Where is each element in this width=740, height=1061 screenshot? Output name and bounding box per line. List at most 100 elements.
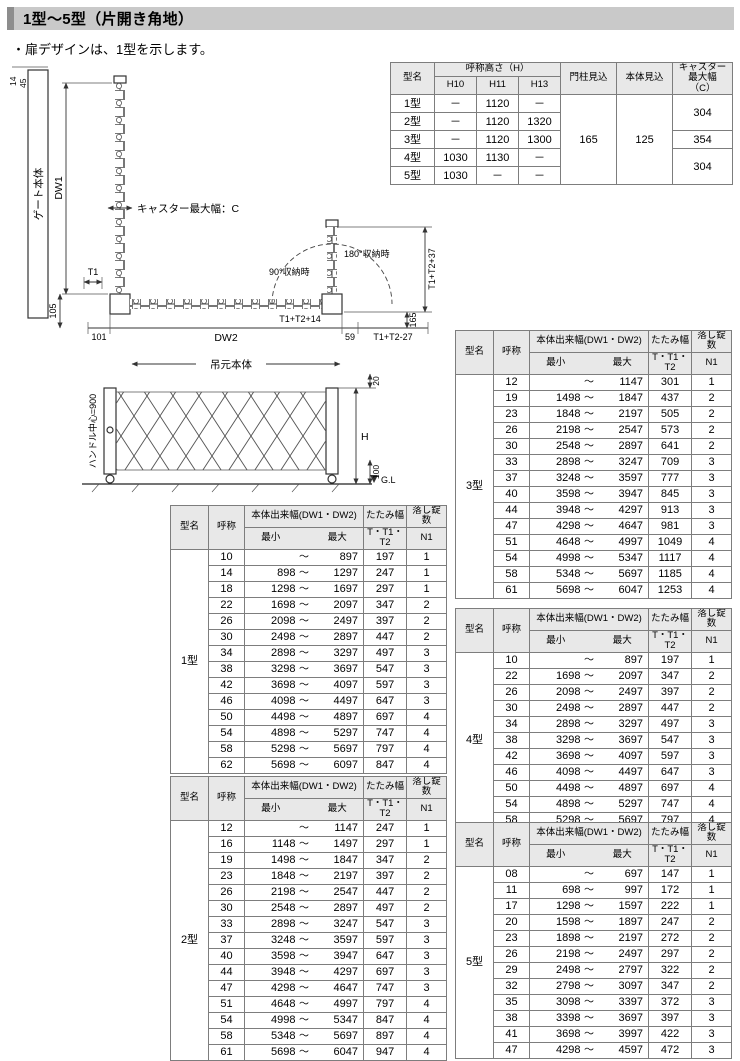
lock-count-cell: 3 — [691, 469, 733, 487]
cell: 5297 — [311, 724, 365, 742]
right-caster-wheel — [327, 474, 337, 484]
cell: 1898 — [529, 929, 582, 947]
lock-count-cell: 2 — [691, 913, 733, 931]
cell: ～ — [296, 851, 312, 869]
cell: 3247 — [596, 453, 650, 471]
cell: 1598 — [529, 913, 582, 931]
cell: 2548 — [529, 437, 582, 455]
cell: － — [434, 112, 477, 132]
cell: ～ — [581, 961, 597, 979]
cell: ～ — [581, 501, 597, 519]
cell: 1147 — [596, 373, 650, 391]
dw1-label: DW1 — [53, 176, 65, 199]
cell: ～ — [296, 979, 312, 997]
lock-count-cell: 4 — [406, 708, 448, 726]
cell: 1298 — [244, 580, 297, 598]
lock-count-cell: 1 — [406, 580, 448, 598]
cell: ～ — [581, 651, 597, 669]
col-header: T・T1・T2 — [363, 526, 408, 550]
cell: ～ — [296, 995, 312, 1013]
lock-count-cell: 4 — [691, 795, 733, 813]
title-accent-block — [7, 7, 14, 30]
cell: 1300 — [517, 130, 562, 150]
folded-width-cell: 747 — [648, 795, 693, 813]
accordion-chain-horizontal — [130, 299, 322, 309]
cell: 4997 — [311, 995, 365, 1013]
lock-count-cell: 3 — [691, 731, 733, 749]
cell: 2548 — [244, 899, 297, 917]
col-header: H11 — [476, 75, 519, 96]
cell: 2097 — [596, 667, 650, 685]
cell: 2898 — [529, 715, 582, 733]
nominal-size-cell: 37 — [493, 469, 530, 487]
cell: ～ — [296, 756, 312, 774]
folded-width-cell: 847 — [363, 756, 408, 774]
cell: 3597 — [311, 931, 365, 949]
cell: 697 — [596, 865, 650, 883]
nominal-size-cell: 61 — [208, 1043, 245, 1061]
cell: 2197 — [596, 929, 650, 947]
lock-count-cell: 2 — [406, 612, 448, 630]
folded-width-cell: 747 — [363, 979, 408, 997]
cell: 4498 — [529, 779, 582, 797]
cell: 1297 — [311, 564, 365, 582]
cell: ～ — [581, 897, 597, 915]
folded-width-cell: 497 — [363, 644, 408, 662]
cell: 5698 — [244, 756, 297, 774]
type-name-cell: 3型 — [455, 373, 494, 599]
cell: ～ — [581, 977, 597, 995]
cell: 3398 — [529, 1009, 582, 1027]
cell: 2497 — [596, 683, 650, 701]
lock-count-cell: 4 — [406, 1027, 448, 1045]
cell: ～ — [581, 517, 597, 535]
nominal-size-cell: 11 — [493, 881, 530, 899]
cell: ～ — [581, 699, 597, 717]
folded-width-cell: 347 — [648, 977, 693, 995]
col-header: 落し錠数 — [406, 505, 448, 528]
cell: ～ — [581, 747, 597, 765]
nominal-size-cell: 38 — [208, 660, 245, 678]
cell: 4298 — [244, 979, 297, 997]
col-header: たたみ幅 — [363, 776, 408, 799]
col-header: 型名 — [170, 776, 209, 821]
nominal-size-cell: 58 — [208, 1027, 245, 1045]
cell: ～ — [296, 564, 312, 582]
cell: ～ — [581, 1041, 597, 1059]
cell: 3597 — [596, 469, 650, 487]
lock-count-cell: 3 — [691, 501, 733, 519]
cell: 3697 — [596, 731, 650, 749]
cell — [244, 819, 297, 837]
folded-width-cell: 147 — [648, 865, 693, 883]
cell: 2898 — [244, 644, 297, 662]
lock-count-cell: 2 — [406, 596, 448, 614]
cell: 5698 — [529, 581, 582, 599]
lock-count-cell: 3 — [691, 453, 733, 471]
lock-count-cell: 3 — [691, 747, 733, 765]
cell: 2197 — [596, 405, 650, 423]
cell: 4998 — [244, 1011, 297, 1029]
cell: 1147 — [311, 819, 365, 837]
nominal-size-cell: 54 — [208, 1011, 245, 1029]
cell: 4297 — [311, 963, 365, 981]
gate-end-cap — [113, 75, 127, 84]
lock-count-cell: 3 — [691, 763, 733, 781]
folded-width-cell: 197 — [363, 548, 408, 566]
cell: 3698 — [529, 1025, 582, 1043]
lock-count-cell: 2 — [406, 867, 448, 885]
